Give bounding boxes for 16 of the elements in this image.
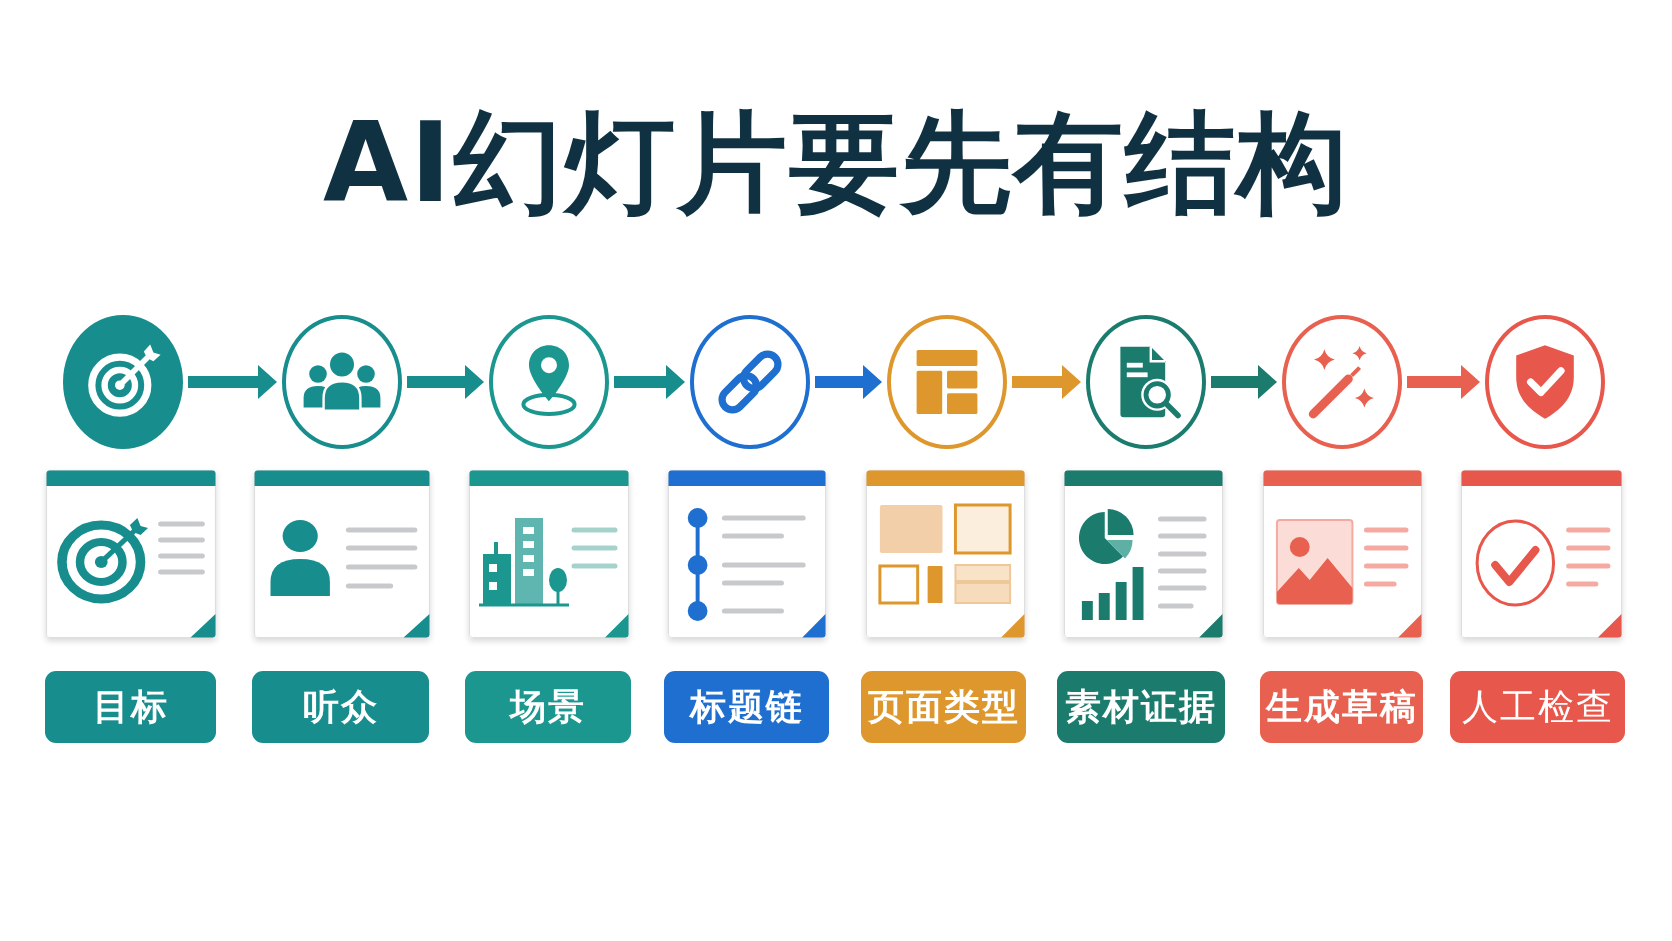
arrow (1012, 365, 1081, 399)
arrow (1211, 365, 1277, 399)
arrow (1407, 365, 1480, 399)
step-tag: 生成草稿 (1260, 671, 1423, 743)
step-tag: 标题链 (664, 671, 829, 743)
arrow (815, 365, 882, 399)
arrow (188, 365, 277, 399)
step-tag: 场景 (465, 671, 631, 743)
step-tag: 页面类型 (861, 671, 1026, 743)
step-tag: 人工检查 (1450, 671, 1625, 743)
step-tag: 素材证据 (1057, 671, 1225, 743)
step-tag: 听众 (252, 671, 429, 743)
arrow (407, 365, 484, 399)
step-tag: 目标 (45, 671, 216, 743)
title: AI幻灯片要先有结构 (322, 100, 1350, 227)
arrow (614, 365, 685, 399)
